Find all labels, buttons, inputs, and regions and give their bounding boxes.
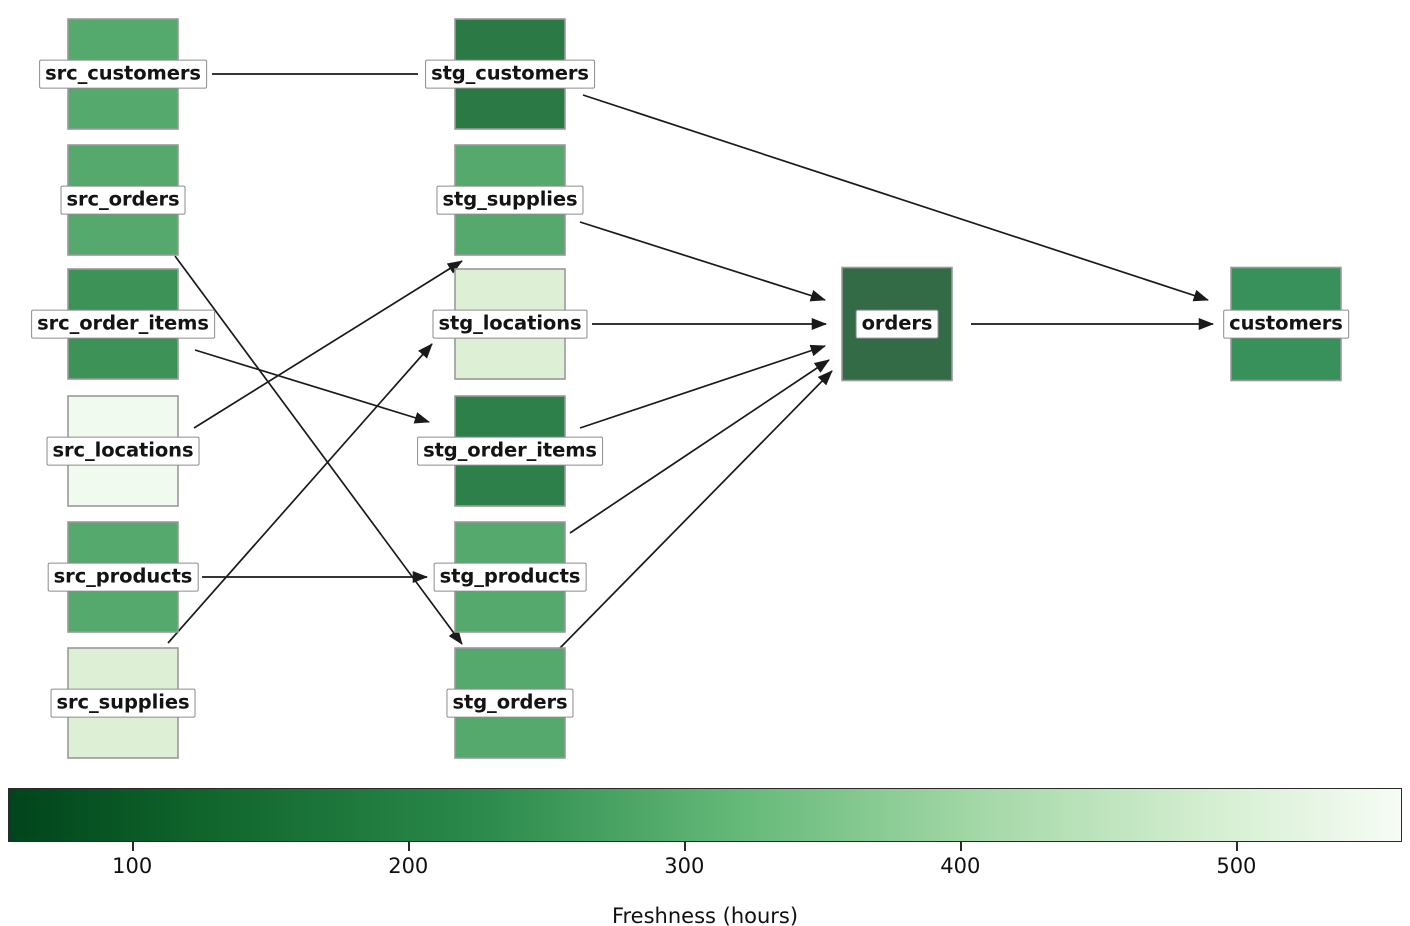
node-label-src_order_items[interactable]: src_order_items [31, 309, 215, 339]
colorbar-tick-mark [960, 842, 962, 851]
edge-stg_customers-to-customers [582, 94, 1209, 302]
colorbar-axis-label: Freshness (hours) [611, 904, 799, 926]
node-label-customers[interactable]: customers [1223, 309, 1349, 339]
edge-src_locations-to-stg_locations [193, 260, 463, 429]
node-label-stg_products[interactable]: stg_products [433, 562, 587, 592]
colorbar-tick-label: 300 [664, 854, 705, 878]
colorbar-tick-label: 200 [388, 854, 429, 878]
colorbar-tick-mark [132, 842, 134, 851]
colorbar-tick-mark [408, 842, 410, 851]
node-label-stg_locations[interactable]: stg_locations [432, 309, 588, 339]
node-label-stg_orders[interactable]: stg_orders [446, 688, 574, 718]
node-label-stg_customers[interactable]: stg_customers [425, 59, 595, 89]
node-label-src_locations[interactable]: src_locations [46, 436, 200, 466]
edge-src_supplies-to-stg_supplies [167, 343, 433, 644]
node-label-stg_supplies[interactable]: stg_supplies [436, 185, 584, 215]
node-label-src_orders[interactable]: src_orders [60, 185, 186, 215]
node-label-src_customers[interactable]: src_customers [39, 59, 207, 89]
colorbar-tick-mark [1236, 842, 1238, 851]
node-label-src_supplies[interactable]: src_supplies [50, 688, 196, 718]
colorbar-tick-label: 500 [1216, 854, 1257, 878]
colorbar-tick-label: 100 [112, 854, 153, 878]
edge-stg_supplies-to-orders [579, 221, 826, 302]
edge-stg_orders-to-orders [559, 370, 833, 649]
node-label-src_products[interactable]: src_products [47, 562, 199, 592]
edge-stg_products-to-orders [569, 359, 830, 534]
colorbar[interactable]: 100 200 300 400 500 Freshness (hours) [8, 788, 1402, 926]
colorbar-tick-label: 400 [940, 854, 981, 878]
edges-layer [167, 73, 1215, 649]
colorbar-gradient [8, 788, 1402, 842]
node-label-orders[interactable]: orders [855, 309, 939, 339]
colorbar-tick-mark [684, 842, 686, 851]
edge-stg_order_items-to-orders [579, 344, 826, 429]
edge-src_order_items-to-stg_order_items [194, 349, 430, 424]
node-label-stg_order_items[interactable]: stg_order_items [417, 436, 603, 466]
